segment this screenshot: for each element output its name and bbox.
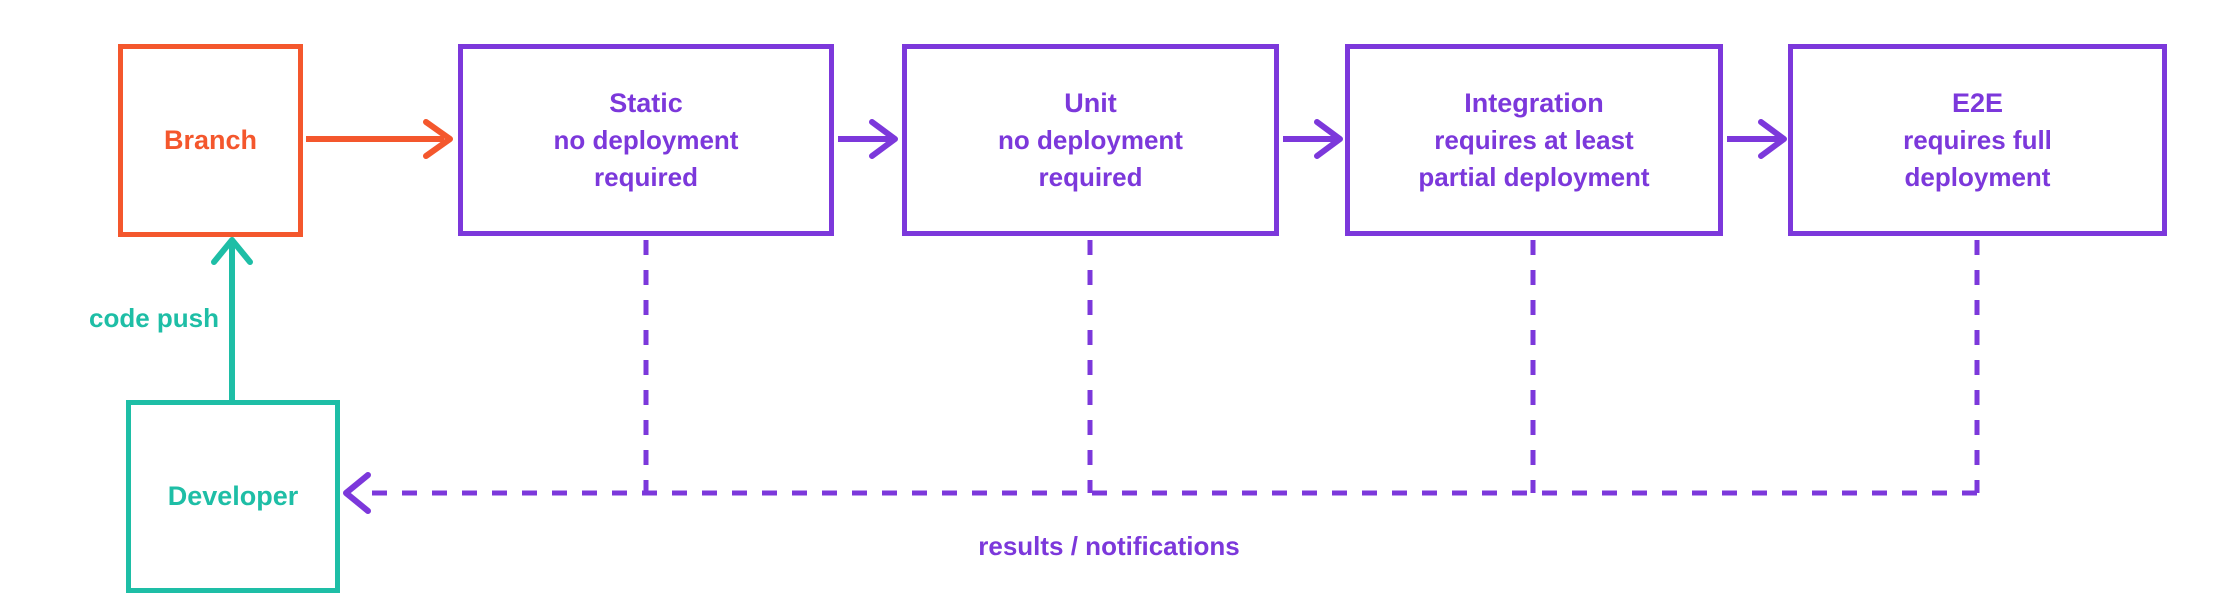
integration-to-e2e-arrow (1727, 119, 1787, 159)
unit-title: Unit (1064, 87, 1117, 118)
static-desc-line2: required (593, 161, 699, 192)
unit-desc-line2: required (1038, 161, 1143, 192)
integration-title: Integration (1464, 87, 1604, 118)
code-push-arrow (211, 237, 253, 400)
node-unit: Unit no deployment required (902, 44, 1279, 236)
unit-desc-line1: no deployment (998, 124, 1183, 155)
branch-to-static-arrow (306, 119, 453, 159)
static-title: Static (609, 87, 683, 118)
node-integration: Integration requires at least partial de… (1345, 44, 1723, 236)
node-e2e: E2E requires full deployment (1788, 44, 2167, 236)
static-to-unit-arrow (838, 119, 898, 159)
integration-desc-line2: partial deployment (1418, 161, 1650, 192)
integration-desc-line1: requires at least (1434, 124, 1634, 155)
code-push-label: code push (88, 303, 219, 333)
static-desc-line1: no deployment (553, 124, 739, 155)
node-developer: Developer (126, 400, 340, 593)
e2e-desc-line2: deployment (1904, 161, 2051, 192)
e2e-title: E2E (1951, 87, 2004, 118)
unit-to-integration-arrow (1283, 119, 1343, 159)
e2e-desc-line1: requires full (1903, 124, 2052, 155)
branch-label: Branch (163, 125, 258, 155)
results-label: results / notifications (978, 531, 1240, 561)
node-branch: Branch (118, 44, 303, 237)
developer-label: Developer (167, 481, 299, 511)
results-to-developer-arrow (343, 472, 1977, 514)
node-static: Static no deployment required (458, 44, 834, 236)
